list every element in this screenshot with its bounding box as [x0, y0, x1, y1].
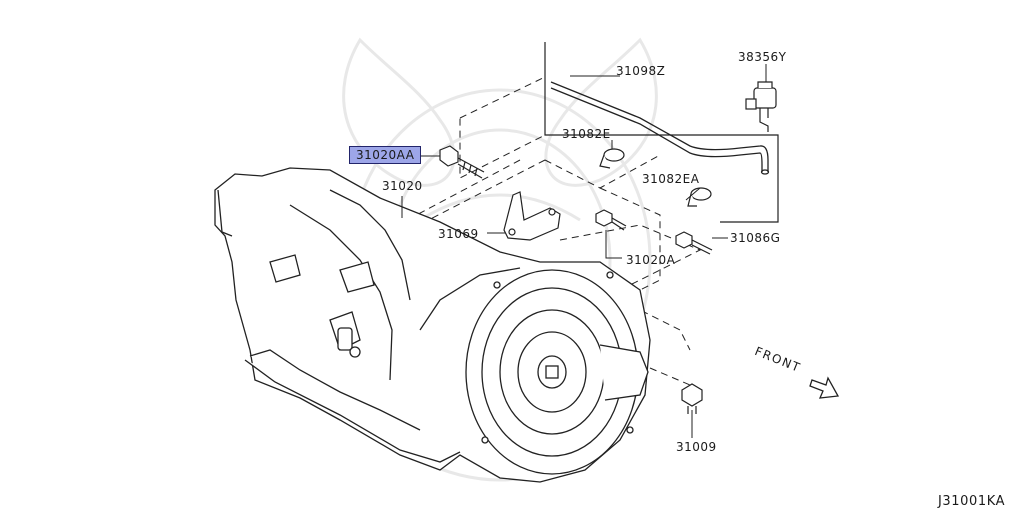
part-label-31020A[interactable]: 31020A [626, 253, 676, 267]
figure-code: J31001KA [938, 494, 1006, 509]
part-label-31098Z[interactable]: 31098Z [616, 64, 666, 78]
part-label-31069[interactable]: 31069 [438, 227, 479, 241]
part-label-31009[interactable]: 31009 [676, 440, 717, 454]
leader-lines [401, 64, 767, 438]
bolt-31020A [595, 209, 627, 231]
bolt-31009 [681, 383, 703, 414]
front-arrow-icon [809, 376, 840, 399]
torque-converter [465, 269, 649, 475]
pipe-group-bracket [544, 42, 779, 223]
part-label-31020[interactable]: 31020 [382, 179, 423, 193]
dipstick-tube [550, 81, 770, 175]
part-label-31020AA-highlighted[interactable]: 31020AA [349, 146, 422, 164]
bracket-31069 [503, 191, 561, 241]
sensor-part [745, 81, 777, 132]
part-label-31082E[interactable]: 31082E [562, 127, 611, 141]
bolt-31086G [675, 231, 713, 255]
part-label-38356Y[interactable]: 38356Y [738, 50, 787, 64]
part-label-31086G[interactable]: 31086G [730, 231, 781, 245]
bolt-31020AA [439, 145, 485, 179]
part-label-31082EA[interactable]: 31082EA [642, 172, 700, 186]
